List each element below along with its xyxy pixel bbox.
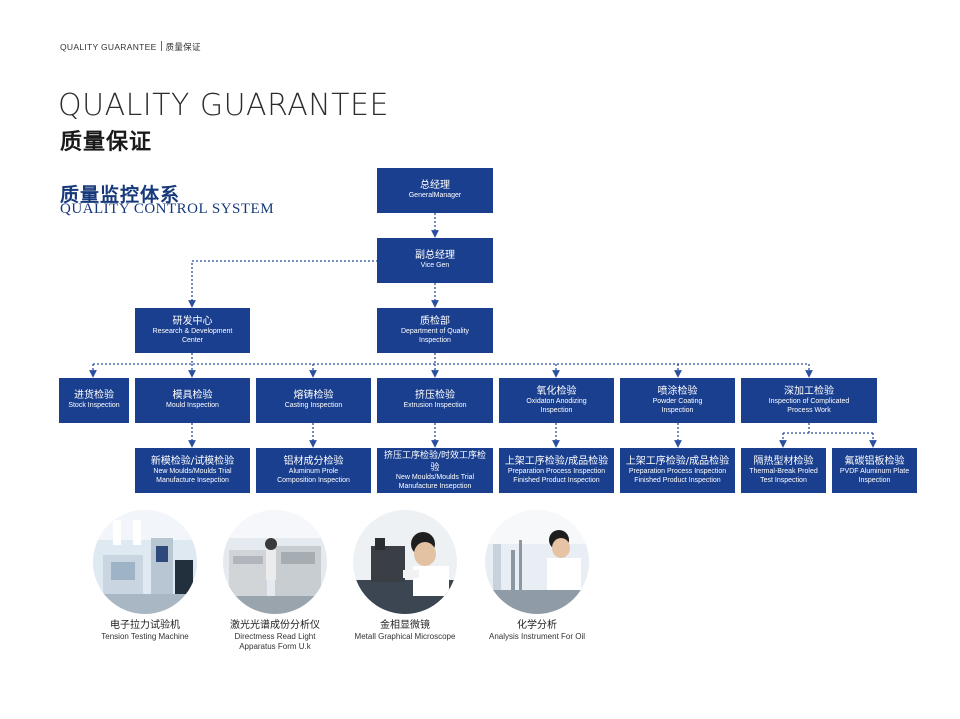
- org-box-pvdf-plate-inspection: 氟碳铝板检验 PVDF Aluminum Plate Inspection: [832, 448, 917, 493]
- caption-cn: 化学分析: [517, 620, 557, 631]
- photo-chemical-analysis: [485, 510, 589, 614]
- box-label-cn: 进货检验: [74, 390, 114, 402]
- box-label-cn: 挤压检验: [415, 390, 455, 402]
- org-box-quality-inspection: 质检部 Department of Quality Inspection: [377, 308, 493, 353]
- box-label-en: Thermal-Break Proled Test Inspection: [749, 468, 818, 484]
- box-label-en: Mould Inspection: [166, 402, 219, 410]
- page-title-cn: 质量保证: [60, 129, 153, 154]
- section-title-cn: 质量监控体系: [60, 184, 181, 206]
- caption-en: Metall Graphical Microscope: [354, 632, 456, 641]
- box-label-en: Preparation Process Inspection Finished …: [628, 468, 727, 484]
- photo-tension-testing-machine: [93, 510, 197, 614]
- photo-spectrum-analyzer: [223, 510, 327, 614]
- org-box-powder-coating-inspection: 喷涂检验 Powder Coating Inspection: [620, 378, 735, 423]
- org-box-thermal-break-inspection: 隔热型材检验 Thermal-Break Proled Test Inspect…: [741, 448, 826, 493]
- org-box-mould-inspection: 模具检验 Mould Inspection: [135, 378, 250, 423]
- caption-metallographic-microscope: 金相显微镜 Metall Graphical Microscope: [335, 620, 475, 642]
- org-box-stock-inspection: 进货检验 Stock Inspection: [59, 378, 129, 423]
- org-box-complicated-process-inspection: 深加工检验 Inspection of Complicated Process …: [741, 378, 877, 423]
- box-label-en: PVDF Aluminum Plate Inspection: [839, 468, 910, 484]
- line-vice-rd: [188, 260, 378, 308]
- org-box-oxidation-inspection: 氧化检验 Oxidaton Anodizing Inspection: [499, 378, 614, 423]
- box-label-en: Casting Inspection: [284, 402, 343, 410]
- box-label-en: Vice Gen: [420, 262, 450, 270]
- box-label-en: Department of Quality Inspection: [400, 328, 470, 344]
- org-box-rd-center: 研发中心 Research & Development Center: [135, 308, 250, 353]
- caption-spectrum-analyzer: 激光光谱成份分析仪 Directmess Read Light Apparatu…: [205, 620, 345, 651]
- caption-cn: 金相显微镜: [380, 620, 430, 631]
- photo-metallographic-microscope: [353, 510, 457, 614]
- page-title-en: QUALITY GUARANTEE: [58, 88, 389, 123]
- box-label-cn: 深加工检验: [784, 386, 834, 397]
- org-box-casting-inspection: 熔铸检验 Casting Inspection: [256, 378, 371, 423]
- box-label-en: GeneralManager: [408, 192, 462, 200]
- org-box-vice-gen: 副总经理 Vice Gen: [377, 238, 493, 283]
- box-label-cn: 氟碳铝板检验: [844, 456, 905, 467]
- header-divider: [160, 41, 162, 51]
- box-label-cn: 氧化检验: [536, 386, 577, 397]
- box-label-cn: 研发中心: [172, 316, 213, 327]
- box-label-cn: 喷涂检验: [657, 386, 698, 397]
- header-cn: 质量保证: [165, 42, 201, 52]
- org-box-coating-finished-inspection: 上架工序检验/成品检验 Preparation Process Inspecti…: [620, 448, 735, 493]
- box-label-cn: 模具检验: [172, 390, 213, 402]
- box-label-cn: 质检部: [420, 316, 450, 327]
- caption-cn: 激光光谱成份分析仪: [230, 620, 320, 631]
- box-label-en: Extrusion Inspection: [403, 402, 467, 410]
- caption-tension-testing-machine: 电子拉力试验机 Tension Testing Machine: [75, 620, 215, 642]
- box-label-cn: 隔热型材检验: [753, 456, 814, 467]
- org-box-new-mould-inspection: 新模检验/试模检验 New Moulds/Moulds Trial Manufa…: [135, 448, 250, 493]
- box-label-cn: 总经理: [420, 180, 450, 192]
- header-en: QUALITY GUARANTEE: [60, 42, 157, 52]
- box-label-en: New Moulds/Moulds Trial Manufacture Inse…: [395, 474, 475, 490]
- box-label-cn: 上架工序检验/成品检验: [625, 456, 730, 467]
- box-label-cn: 上架工序检验/成品检验: [504, 456, 609, 467]
- box-label-cn: 铝材成分检验: [283, 456, 344, 467]
- org-box-extrusion-aging-inspection: 挤压工序检验/时效工序检验 New Moulds/Moulds Trial Ma…: [377, 448, 493, 493]
- box-label-en: Aluminum Prole Composition Inspection: [277, 468, 350, 484]
- org-box-general-manager: 总经理 GeneralManager: [377, 168, 493, 213]
- box-label-en: Powder Coating Inspection: [652, 398, 703, 414]
- org-box-oxidation-finished-inspection: 上架工序检验/成品检验 Preparation Process Inspecti…: [499, 448, 614, 493]
- box-label-cn: 熔铸检验: [293, 390, 334, 402]
- box-label-en: Inspection of Complicated Process Work: [768, 398, 850, 414]
- caption-en: Directmess Read Light Apparatus Form U.k: [234, 632, 316, 651]
- caption-chemical-analysis: 化学分析 Analysis Instrument For Oil: [467, 620, 607, 642]
- header-breadcrumb: QUALITY GUARANTEE 质量保证: [60, 41, 201, 53]
- caption-en: Analysis Instrument For Oil: [488, 632, 586, 641]
- org-box-extrusion-inspection: 挤压检验 Extrusion Inspection: [377, 378, 493, 423]
- caption-cn: 电子拉力试验机: [110, 620, 180, 631]
- box-label-cn: 新模检验/试模检验: [150, 456, 235, 467]
- box-label-cn: 挤压工序检验/时效工序检验: [383, 451, 487, 473]
- org-box-aluminum-composition-inspection: 铝材成分检验 Aluminum Prole Composition Inspec…: [256, 448, 371, 493]
- box-label-en: Oxidaton Anodizing Inspection: [526, 398, 587, 414]
- box-label-en: New Moulds/Moulds Trial Manufacture Inse…: [153, 468, 232, 484]
- caption-en: Tension Testing Machine: [101, 632, 189, 641]
- box-label-en: Stock Inspection: [68, 402, 120, 410]
- box-label-cn: 副总经理: [415, 250, 455, 262]
- box-label-en: Research & Development Center: [152, 328, 233, 344]
- section-title-en: QUALITY CONTROL SYSTEM: [60, 201, 275, 217]
- box-label-en: Preparation Process Inspection Finished …: [507, 468, 606, 484]
